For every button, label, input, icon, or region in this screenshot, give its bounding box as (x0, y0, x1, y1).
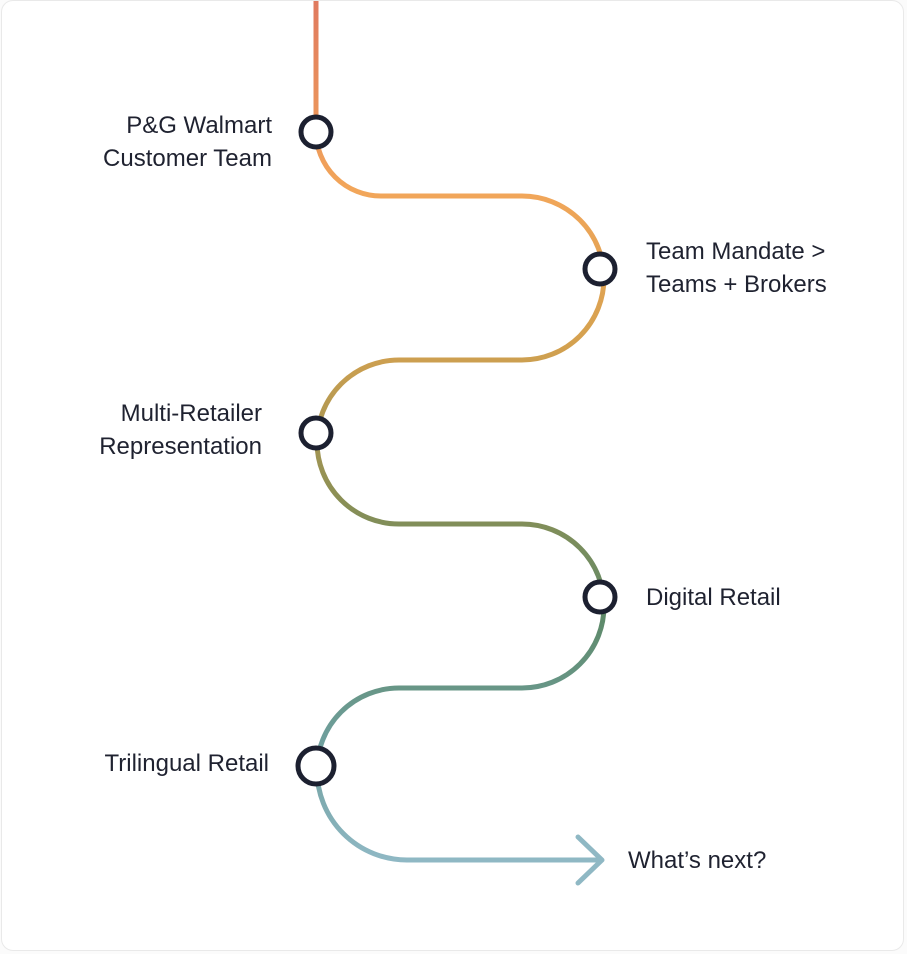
milestone-label-4: Digital Retail (646, 581, 781, 614)
milestone-5-line-1: Trilingual Retail (104, 750, 269, 777)
milestone-node-5 (295, 745, 337, 787)
milestone-node-2 (582, 251, 618, 287)
end-label-text: What’s next? (628, 847, 767, 874)
milestone-node-3 (298, 415, 334, 451)
milestone-node-4 (582, 579, 618, 615)
milestone-label-1: P&G Walmart Customer Team (103, 109, 272, 175)
milestone-1-line-1: P&G Walmart (126, 112, 272, 139)
milestone-label-5: Trilingual Retail (104, 747, 269, 780)
milestone-3-line-2: Representation (99, 433, 262, 460)
milestone-1-line-2: Customer Team (103, 145, 272, 172)
milestone-label-2: Team Mandate > Teams + Brokers (646, 235, 827, 301)
milestone-4-line-1: Digital Retail (646, 584, 781, 611)
end-label: What’s next? (628, 844, 766, 877)
milestone-label-3: Multi-Retailer Representation (99, 397, 262, 463)
milestone-2-line-1: Team Mandate > (646, 238, 826, 265)
milestone-node-1 (298, 114, 334, 150)
milestone-2-line-2: Teams + Brokers (646, 271, 827, 298)
arrow-head-icon (575, 834, 605, 886)
timeline-path (313, 1, 607, 863)
milestone-3-line-1: Multi-Retailer (120, 400, 262, 427)
